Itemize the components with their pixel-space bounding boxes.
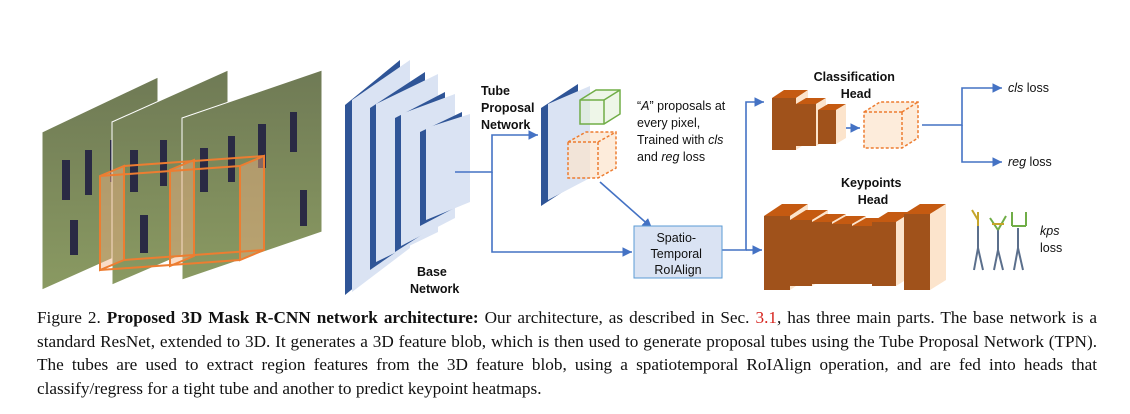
green-anchor-proposals xyxy=(579,89,621,125)
tpn-label: Tube Proposal Network xyxy=(481,84,538,132)
figure-caption: Figure 2. Proposed 3D Mask R-CNN network… xyxy=(37,306,1097,400)
reg-loss-label: reg loss xyxy=(1008,155,1052,169)
keypoints-head-label: Keypoints Head xyxy=(841,176,905,207)
architecture-diagram: Base Network Tube Proposal Network “A” p… xyxy=(41,60,1063,296)
keypoints-head-blocks xyxy=(764,204,946,290)
section-ref-link[interactable]: 3.1 xyxy=(755,308,777,327)
base-network-label: Base Network xyxy=(410,265,459,296)
proposals-note: “A” proposals at every pixel, Trained wi… xyxy=(637,99,729,164)
caption-title: Proposed 3D Mask R-CNN network architect… xyxy=(106,308,479,327)
flow-arrows xyxy=(455,83,1002,257)
kps-loss-label: kps loss xyxy=(1040,224,1063,255)
orange-tube-on-frames xyxy=(99,154,265,272)
caption-text-2: , has three main parts. The base network… xyxy=(37,308,1098,398)
input-video-frames xyxy=(41,69,323,291)
keypoint-skeletons xyxy=(971,209,1027,271)
classification-head-blocks xyxy=(772,90,846,150)
caption-text-1: Our architecture, as described in Sec. xyxy=(484,308,750,327)
svg-text:Spatio- Temporal R: Spatio- Temporal RoIAlign xyxy=(651,231,706,277)
classification-head-label: Classification Head xyxy=(814,70,899,101)
caption-label: Figure 2. xyxy=(37,308,101,327)
base-network-blocks xyxy=(345,60,470,295)
cls-loss-label: cls loss xyxy=(1008,81,1049,95)
classification-output-tube xyxy=(863,101,919,149)
orange-proposal-tube xyxy=(567,131,617,179)
roialign-box: Spatio- Temporal RoIAlign xyxy=(633,225,723,279)
